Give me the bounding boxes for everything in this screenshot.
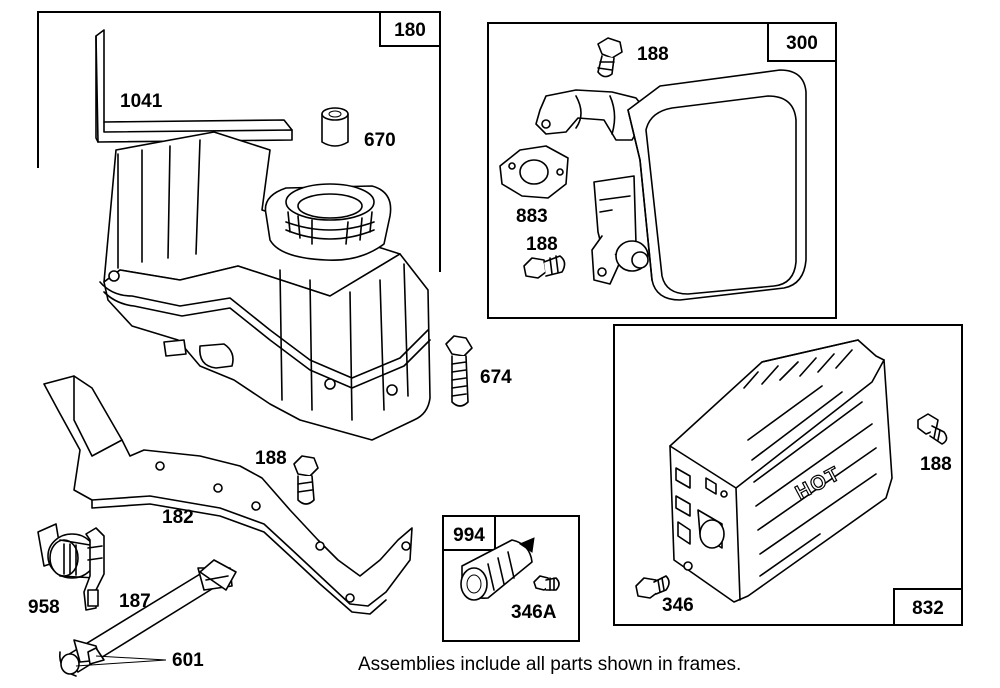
bolt-188-d xyxy=(917,413,948,445)
frame-832-tag xyxy=(893,588,963,626)
assemblies-footnote: Assemblies include all parts shown in fr… xyxy=(358,654,741,675)
exhaust-pipe xyxy=(535,89,645,141)
fitting-187 xyxy=(83,527,105,611)
fuel-line-601 xyxy=(59,559,237,677)
bracket-182 xyxy=(43,375,413,615)
bushing-670 xyxy=(321,107,349,147)
screw-346 xyxy=(635,575,670,599)
label-1041: 1041 xyxy=(120,91,163,112)
strap-1041 xyxy=(95,29,293,143)
frame-300-tag xyxy=(767,22,837,62)
spark-arrester xyxy=(460,537,535,601)
bolt-188-b xyxy=(523,255,566,279)
frame-180-label: 180 xyxy=(394,20,426,41)
bolt-188-a xyxy=(597,37,623,78)
gasket-883 xyxy=(499,145,569,199)
label-601: 601 xyxy=(172,650,204,671)
label-182: 182 xyxy=(162,507,194,528)
label-188-b: 188 xyxy=(526,234,558,255)
frame-300-label: 300 xyxy=(786,33,818,54)
frame-994-label: 994 xyxy=(453,525,485,546)
frame-180: 180 xyxy=(37,11,441,272)
label-958: 958 xyxy=(28,597,60,618)
frame-994: 994 xyxy=(442,515,580,642)
frame-832-label: 832 xyxy=(912,598,944,619)
frame-994-tag xyxy=(442,515,496,551)
label-188-d: 188 xyxy=(920,454,952,475)
label-188-a: 188 xyxy=(637,44,669,65)
frame-180-tag xyxy=(379,11,441,47)
label-674: 674 xyxy=(480,367,512,388)
label-883: 883 xyxy=(516,206,548,227)
muffler-guard: HOT xyxy=(669,339,893,603)
valve-958 xyxy=(37,523,97,579)
muffler xyxy=(591,69,807,301)
bolt-674 xyxy=(445,335,473,407)
label-670: 670 xyxy=(364,130,396,151)
frame-832: 832 xyxy=(613,324,963,626)
label-346: 346 xyxy=(662,595,694,616)
frame-300: 300 xyxy=(487,22,837,319)
label-346A: 346A xyxy=(511,602,557,623)
label-187: 187 xyxy=(119,591,151,612)
bolt-188-c xyxy=(293,455,319,505)
leader-lines xyxy=(75,655,167,667)
fuel-tank xyxy=(99,131,431,441)
screw-346A xyxy=(533,575,560,591)
label-188-c: 188 xyxy=(255,448,287,469)
